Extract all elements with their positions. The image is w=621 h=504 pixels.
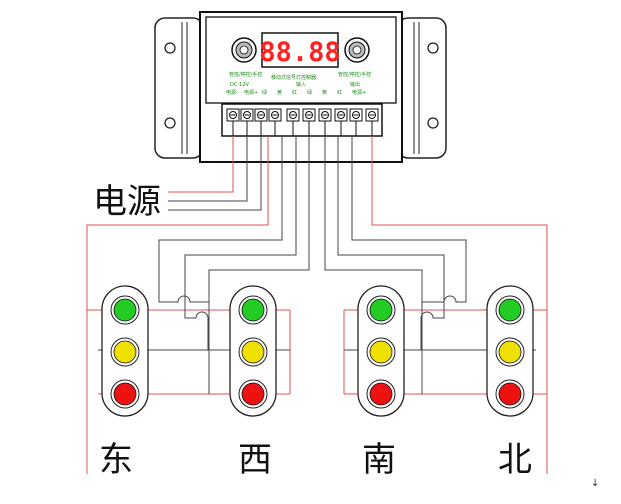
terminal-label: 红 [292,89,297,96]
terminal-label: 电源- [226,89,238,96]
signal-wire-2 [184,136,297,300]
traffic-light-2 [357,285,405,417]
display-readout: 88.88 [259,37,340,68]
power-wire-black [168,136,248,202]
direction-label-east: 东 [99,440,133,480]
green-lamp-icon [498,298,522,322]
terminal-label: 绿 [307,89,312,96]
output-label: 输出 [350,81,360,88]
red-lamp-icon [498,382,522,406]
terminal-label: 电源+ [244,89,258,96]
traffic-lights [101,285,534,417]
voltage-label: DC-12V [230,82,250,88]
signal-wire-4 [324,136,423,300]
green-lamp-icon [241,298,265,322]
yellow-lamp-icon [113,340,137,364]
input-label: 输入 [296,81,306,88]
red-lamp-icon [241,382,265,406]
yellow-lamp-icon [498,340,522,364]
terminal-label: 电源+ [352,89,366,96]
mounting-hole-icon [164,117,176,129]
traffic-light-1 [229,285,277,417]
traffic-light-3 [486,285,534,417]
power-label: 电源 [93,182,161,222]
mounting-hole-icon [427,42,439,54]
terminal-screws [226,108,379,136]
traffic-light-0 [101,285,149,417]
terminal-label-row: 电源- 电源+ 绿 黄 红 绿 黄 红 电源+ [226,89,366,96]
direction-label-north: 北 [498,440,532,480]
mounting-hole-icon [164,42,176,54]
wire-red-east [371,136,548,474]
right-knob-icon[interactable] [344,37,370,63]
mounting-hole-icon [427,117,439,129]
left-mode-label: 管控/停控/手控 [229,71,262,78]
right-mode-label: 管控/停控/手控 [338,71,371,78]
left-knob-icon[interactable] [231,37,257,63]
terminal-label: 黄 [322,89,327,96]
yellow-lamp-icon [369,340,393,364]
yellow-lamp-icon [241,340,265,364]
footer-mark: ↓ [591,478,599,489]
red-lamp-icon [113,382,137,406]
right-mounting-flange [397,17,447,159]
direction-label-south: 南 [362,440,396,480]
power-wire-red [168,136,234,193]
power-wire-black-2 [168,136,262,211]
wire-red-west [86,136,269,474]
display-window [261,32,339,68]
red-lamp-icon [369,382,393,406]
green-lamp-icon [113,298,137,322]
controller-title: 移动式信号灯控制器 [271,74,316,81]
terminal-label: 黄 [277,89,282,96]
green-lamp-icon [369,298,393,322]
signal-wire-3 [208,136,310,300]
terminal-label: 绿 [262,89,267,96]
signal-wire-6 [351,136,467,300]
direction-label-west: 西 [238,440,272,480]
left-mounting-flange [154,17,204,159]
controller-unit: 88.88 管控/停控/手控 管控/停控/手控 移动式信号灯控制器 DC-12V… [154,11,447,163]
signal-wire-1 [158,136,283,300]
terminal-label: 红 [337,89,342,96]
signal-wire-5 [337,136,445,300]
